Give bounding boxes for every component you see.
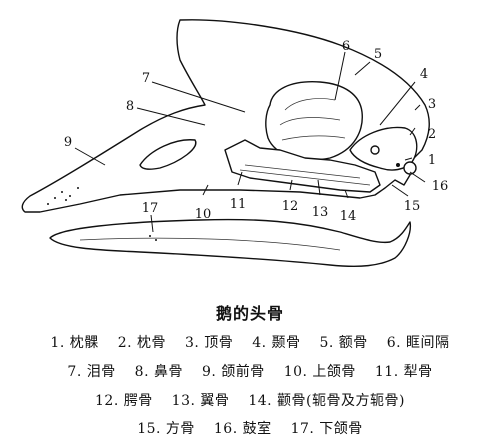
callout-1: 1 [428, 153, 436, 168]
legend-item: 16. 鼓室 [213, 421, 272, 437]
legend-item: 17. 下颌骨 [290, 421, 363, 437]
interorbital-septum [265, 81, 363, 161]
occipital-condyle-shape [403, 161, 417, 175]
legend-item: 5. 额骨 [319, 335, 368, 351]
callout-4: 4 [420, 67, 428, 82]
figure-title: 鹅的头骨 [215, 304, 284, 323]
callout-14: 14 [340, 209, 357, 224]
callout-10: 10 [195, 207, 212, 222]
legend-item: 2. 枕骨 [117, 335, 166, 351]
goose-skull-diagram: 1 2 3 4 5 6 7 8 9 10 11 12 13 14 15 16 1… [21, 19, 449, 267]
legend-item: 10. 上颌骨 [283, 364, 356, 380]
foramen [370, 145, 380, 155]
callout-12: 12 [282, 199, 299, 214]
nostril [139, 139, 197, 170]
callout-2: 2 [428, 127, 436, 142]
callout-17: 17 [142, 201, 159, 216]
legend-row-3: 12. 腭骨 13. 翼骨 14. 颧骨(轭骨及方轭骨) [0, 390, 500, 410]
mandible [49, 218, 412, 267]
callout-3: 3 [428, 97, 436, 112]
callout-16: 16 [432, 179, 449, 194]
skull-outline [21, 19, 430, 213]
legend-item: 13. 翼骨 [171, 393, 230, 409]
beak-pores [47, 187, 79, 205]
legend-item: 14. 颧骨(轭骨及方轭骨) [248, 393, 405, 409]
legend-item: 15. 方骨 [137, 421, 195, 437]
callout-8: 8 [126, 99, 134, 114]
legend-item: 11. 犁骨 [374, 364, 433, 380]
leader-lines [74, 51, 426, 233]
callout-9: 9 [64, 135, 72, 150]
legend-row-2: 7. 泪骨 8. 鼻骨 9. 颌前骨 10. 上颌骨 11. 犁骨 [0, 361, 500, 381]
legend-item: 6. 眶间隔 [386, 335, 450, 351]
legend-item: 4. 颞骨 [252, 335, 301, 351]
legend-row-4: 15. 方骨 16. 鼓室 17. 下颌骨 [0, 418, 500, 438]
callout-6: 6 [342, 39, 350, 54]
callout-13: 13 [312, 205, 329, 220]
callout-7: 7 [142, 71, 150, 86]
legend-item: 3. 顶骨 [184, 335, 234, 351]
legend-item: 1. 枕髁 [50, 335, 99, 351]
callout-15: 15 [404, 199, 421, 214]
callout-5: 5 [374, 47, 382, 62]
legend-item: 12. 腭骨 [95, 393, 153, 409]
legend-row-1: 1. 枕髁 2. 枕骨 3. 顶骨 4. 颞骨 5. 额骨 6. 眶间隔 [0, 332, 500, 352]
legend-item: 7. 泪骨 [67, 364, 116, 380]
legend-item: 9. 颌前骨 [201, 364, 265, 380]
palate-complex [224, 139, 381, 193]
mandible-pores [149, 235, 157, 241]
callout-11: 11 [230, 197, 247, 212]
legend-item: 8. 鼻骨 [134, 364, 183, 380]
